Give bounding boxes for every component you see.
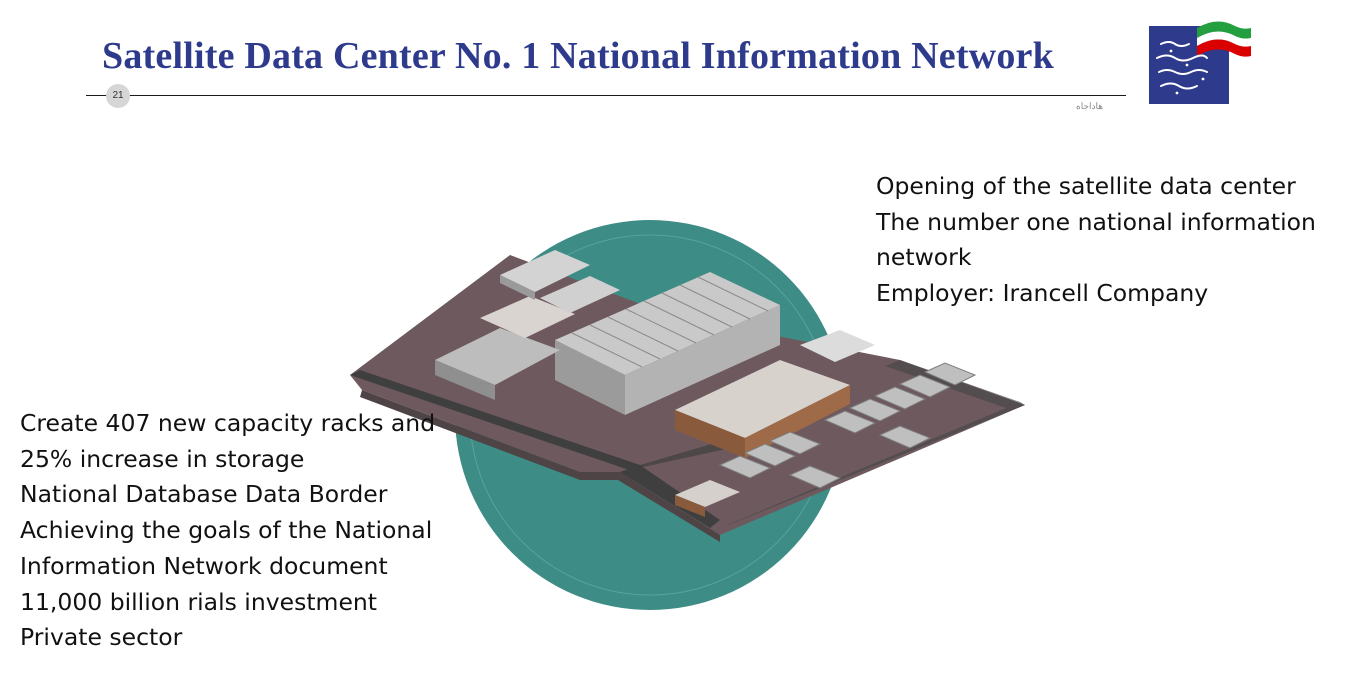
info-line: Opening of the satellite data center: [876, 172, 1296, 200]
info-line: Employer: Irancell Company: [876, 279, 1209, 308]
main-building: [555, 272, 780, 415]
benefit-line: National Database Data Border: [20, 480, 388, 509]
annex-building: [675, 480, 740, 517]
right-building: [675, 330, 875, 458]
title-underline: [86, 95, 1126, 96]
benefit-line: Achieving the goals of the National: [20, 516, 433, 545]
flag-icon: [1197, 21, 1251, 57]
generator-units: [718, 362, 977, 489]
page-number-badge: 21: [106, 84, 130, 108]
info-line: The number one national information: [876, 207, 1316, 236]
benefit-line: Information Network document: [20, 551, 388, 580]
sub-watermark-text: ﻫﺎﺩﺍﺟﺎﻩ: [1076, 101, 1104, 111]
benefit-line: Create 407 new capacity racks and: [20, 409, 436, 437]
ministry-logo: [1149, 21, 1251, 104]
project-info-text: Opening of the satellite data center The…: [876, 169, 1316, 312]
benefit-line: Private sector: [20, 623, 183, 652]
benefit-line: 25% increase in storage: [20, 444, 305, 473]
project-benefits-text: Create 407 new capacity racks and 25% in…: [20, 406, 435, 656]
left-buildings: [435, 250, 620, 400]
info-line: network: [876, 243, 972, 272]
slide-title: Satellite Data Center No. 1 National Inf…: [102, 35, 1054, 77]
data-center-illustration: [350, 220, 1025, 610]
benefit-line: 11,000 billion rials investment: [20, 587, 378, 616]
